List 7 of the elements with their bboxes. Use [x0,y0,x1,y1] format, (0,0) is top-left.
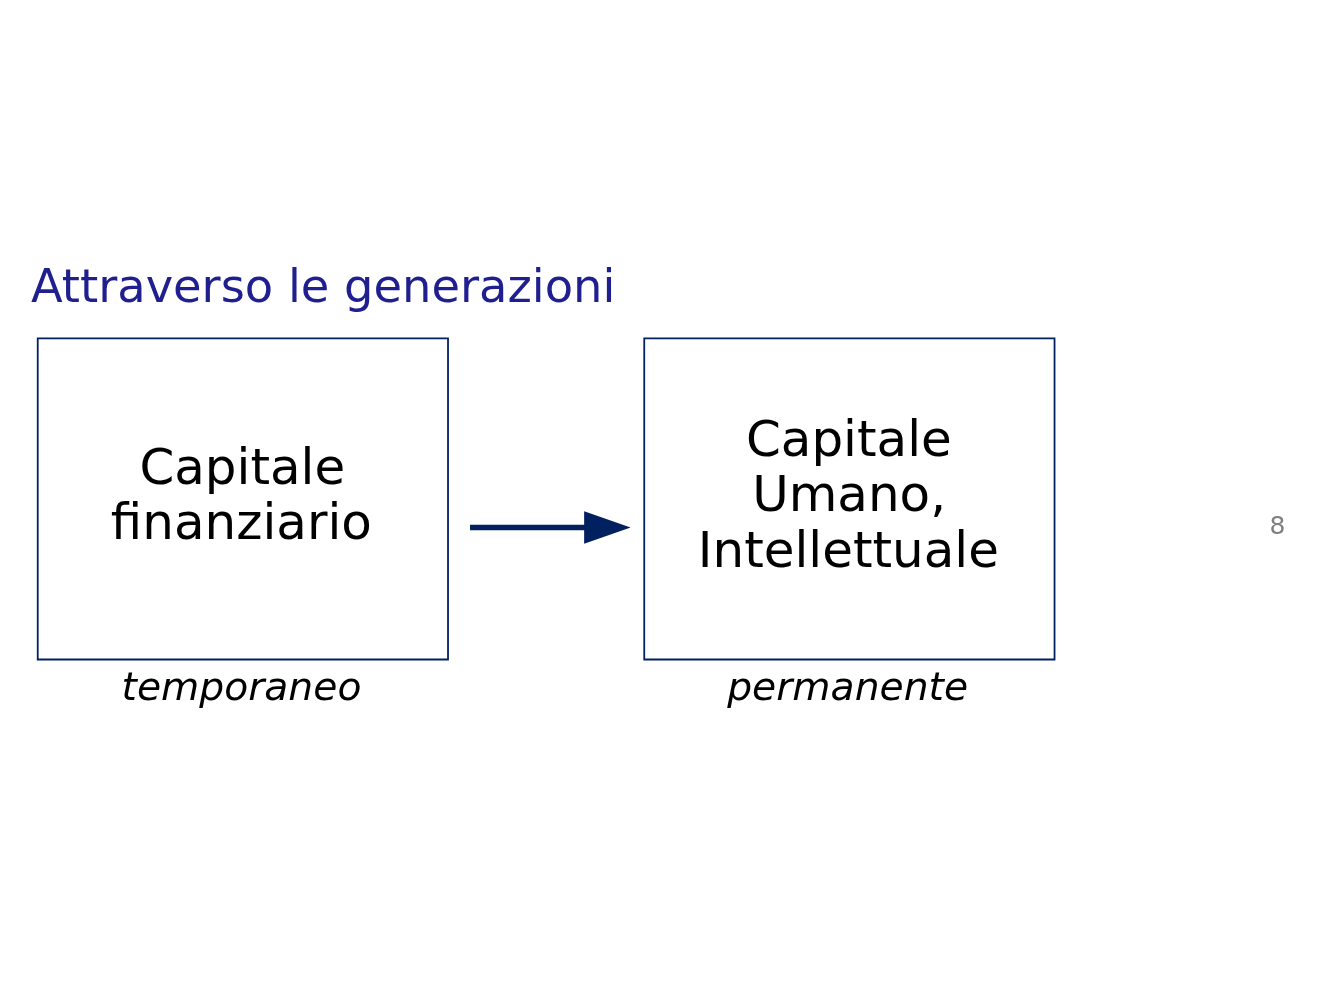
node-box: Capitale finanziario [36,337,449,661]
arrow [470,511,631,544]
label: 8 [1269,511,1286,541]
node-label: temporaneo [121,663,362,709]
node-label: permanente [727,663,969,709]
diagram-title: Attraverso le generazioni [30,259,616,314]
node-box: Capitale Umano, Intellettuale [643,337,1056,661]
